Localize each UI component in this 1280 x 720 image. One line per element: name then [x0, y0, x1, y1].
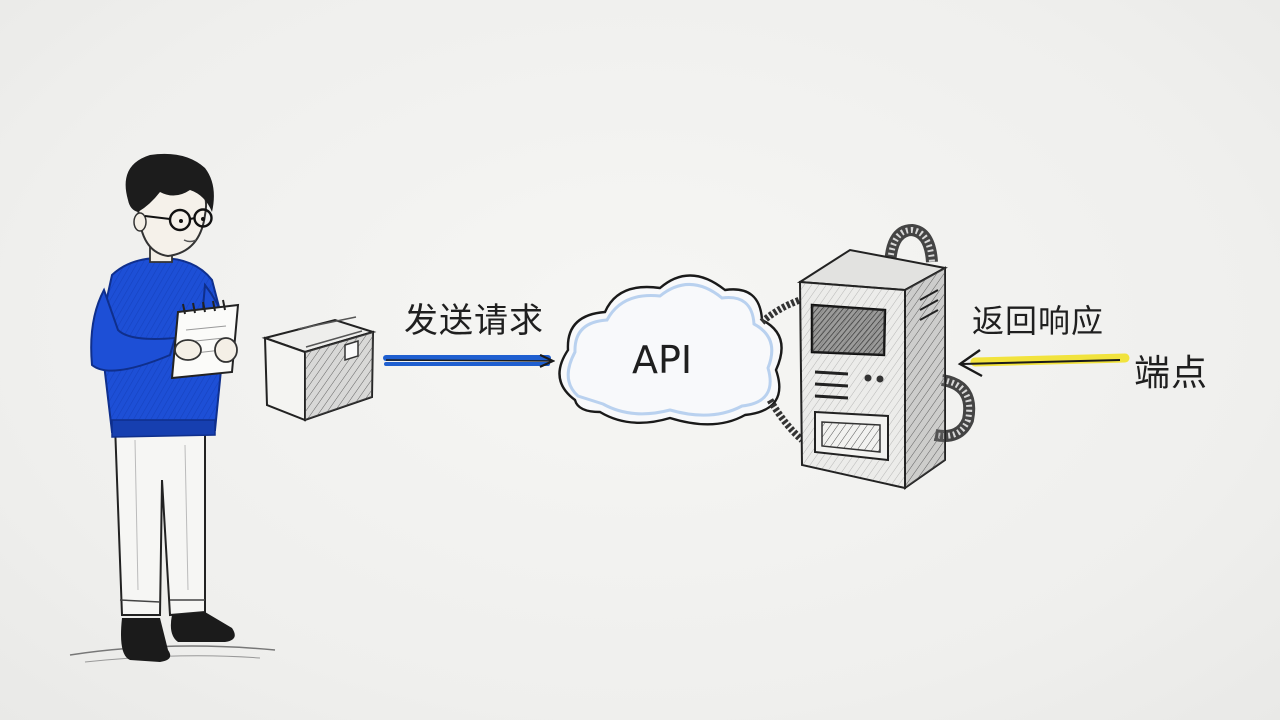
api-label: API	[632, 338, 693, 382]
server-machine-icon	[759, 223, 976, 490]
request-arrow	[383, 358, 552, 364]
person-with-notepad-icon	[69, 153, 276, 663]
return-response-label: 返回响应	[972, 302, 1105, 340]
send-request-label: 发送请求	[404, 301, 544, 341]
response-arrow	[957, 349, 1130, 378]
cloud-icon	[558, 274, 783, 426]
package-box-icon	[261, 316, 377, 422]
endpoint-label: 端点	[1134, 353, 1209, 394]
